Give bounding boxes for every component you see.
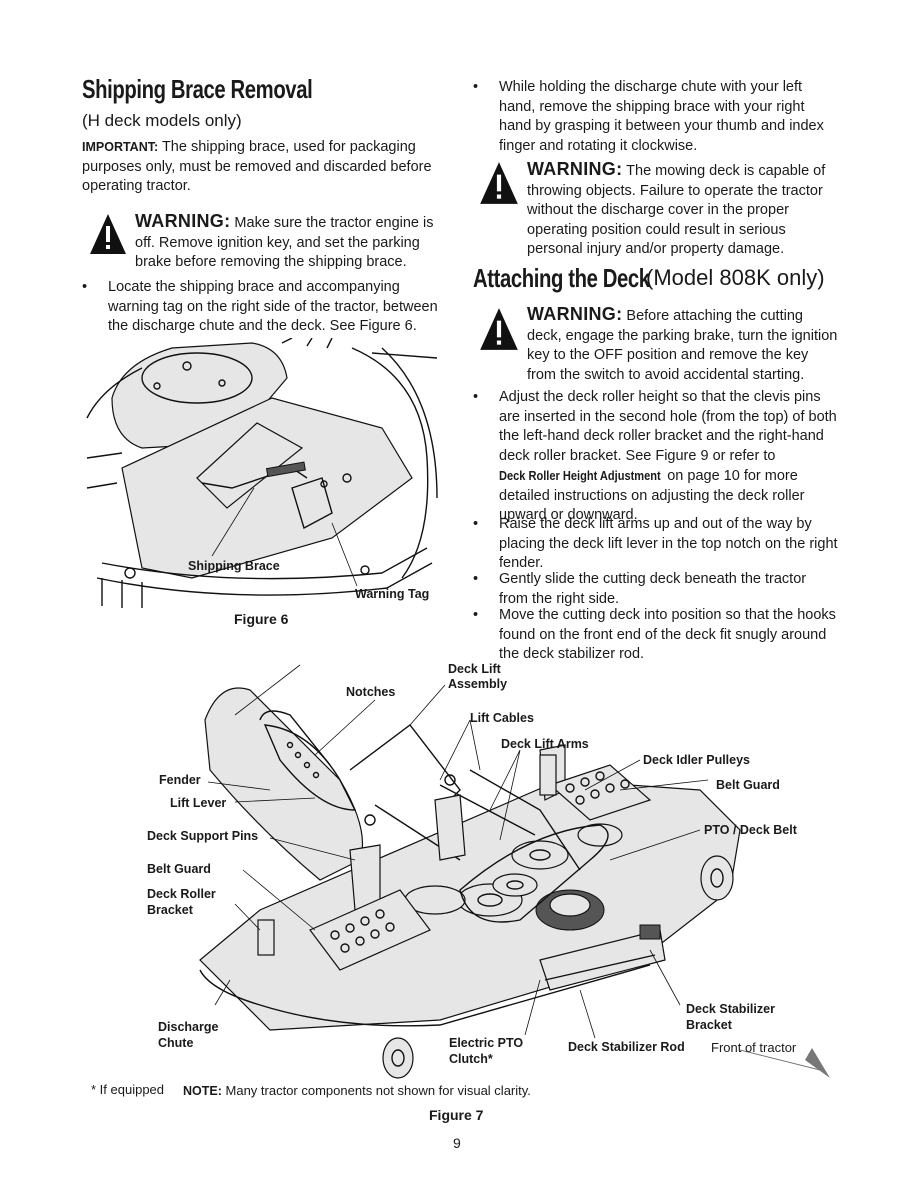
figure6-caption: Figure 6	[234, 611, 289, 627]
warning-label: WARNING:	[527, 304, 623, 324]
warning-icon	[478, 306, 520, 357]
callout-deck-idler-pulleys: Deck Idler Pulleys	[643, 753, 751, 767]
callout-deck-roller-bracket-2: Bracket	[147, 903, 193, 917]
important-text: The shipping brace, used for packaging p…	[82, 139, 432, 194]
bullet-text: Locate the shipping brace and accompanyi…	[108, 279, 438, 334]
page-number: 9	[453, 1135, 461, 1151]
callout-front-of-tractor: Front of tractor	[711, 1040, 797, 1055]
figure7-note: NOTE: Many tractor components not shown …	[183, 1083, 531, 1098]
warning-text: Before attaching the cutting deck, engag…	[527, 308, 838, 383]
reference-deck-roller-height: Deck Roller Height Adjustment	[499, 468, 661, 483]
footnote-if-equipped: * If equipped	[91, 1082, 165, 1097]
warning-text: The mowing deck is capable of throwing o…	[527, 163, 826, 257]
warning-icon	[88, 212, 128, 261]
callout-warning-tag: Warning Tag	[355, 587, 430, 601]
callout-pto-deck-belt: PTO / Deck Belt	[704, 823, 797, 837]
warning-block-3: WARNING: Before attaching the cutting de…	[527, 304, 839, 385]
bullet-slide-deck: • Gently slide the cutting deck beneath …	[473, 571, 807, 607]
callout-discharge-chute-1: Discharge	[158, 1020, 219, 1034]
callout-belt-guard-right: Belt Guard	[716, 778, 780, 792]
callout-electric-pto-clutch-2: Clutch*	[449, 1052, 493, 1066]
note-label: NOTE:	[183, 1084, 222, 1098]
warning-icon	[478, 160, 520, 211]
section-subtitle: (H deck models only)	[82, 111, 242, 130]
title-bold: Attaching the Deck	[473, 263, 650, 293]
warning-block-1: WARNING: Make sure the tractor engine is…	[135, 211, 445, 273]
callout-deck-stabilizer-bracket-2: Bracket	[686, 1018, 732, 1032]
callout-lift-cables: Lift Cables	[470, 711, 534, 725]
bullet-locate-brace: • Locate the shipping brace and accompan…	[82, 279, 438, 334]
section-title-shipping-brace: Shipping Brace Removal	[82, 74, 313, 104]
bullet-hold-chute: • While holding the discharge chute with…	[473, 79, 824, 154]
section-title-attaching-deck: Attaching the Deck (Model 808K only)	[473, 263, 825, 294]
callout-lift-lever: Lift Lever	[170, 796, 227, 810]
bullet-text: on page 10 for more detailed instruction…	[499, 468, 805, 523]
bullet-adjust-roller: • Adjust the deck roller height so that …	[473, 389, 837, 523]
figure6-illustration	[86, 338, 438, 608]
title-rest: (Model 808K only)	[646, 265, 825, 290]
important-label: IMPORTANT:	[82, 140, 159, 154]
callout-electric-pto-clutch-1: Electric PTO	[449, 1036, 524, 1050]
callout-deck-stabilizer-bracket-1: Deck Stabilizer	[686, 1002, 775, 1016]
callout-deck-support-pins: Deck Support Pins	[147, 829, 259, 843]
warning-text: Make sure the tractor engine is off. Rem…	[135, 215, 434, 270]
warning-block-2: WARNING: The mowing deck is capable of t…	[527, 159, 837, 260]
callout-deck-lift-assembly-2: Assembly	[448, 677, 508, 691]
important-paragraph: IMPORTANT: The shipping brace, used for …	[82, 138, 444, 197]
warning-label: WARNING:	[135, 211, 231, 231]
bullet-text: Gently slide the cutting deck beneath th…	[499, 571, 807, 607]
callout-discharge-chute-2: Chute	[158, 1036, 194, 1050]
bullet-text: Move the cutting deck into position so t…	[499, 607, 836, 662]
callout-belt-guard-left: Belt Guard	[147, 862, 211, 876]
callout-deck-roller-bracket-1: Deck Roller	[147, 887, 216, 901]
callout-notches: Notches	[346, 685, 396, 699]
warning-label: WARNING:	[527, 159, 623, 179]
callout-shipping-brace: Shipping Brace	[188, 559, 280, 573]
bullet-raise-arms: • Raise the deck lift arms up and out of…	[473, 516, 838, 571]
bullet-text: While holding the discharge chute with y…	[499, 79, 824, 154]
figure7-caption: Figure 7	[429, 1107, 484, 1123]
callout-deck-lift-assembly-1: Deck Lift	[448, 662, 501, 676]
callout-deck-lift-arms: Deck Lift Arms	[501, 737, 589, 751]
callout-deck-stabilizer-rod: Deck Stabilizer Rod	[568, 1040, 685, 1054]
bullet-text: Raise the deck lift arms up and out of t…	[499, 516, 838, 571]
figure7-illustration	[199, 664, 830, 1079]
note-text: Many tractor components not shown for vi…	[225, 1083, 531, 1098]
bullet-text: Adjust the deck roller height so that th…	[499, 389, 837, 464]
bullet-move-deck: • Move the cutting deck into position so…	[473, 607, 836, 662]
callout-fender: Fender	[159, 773, 201, 787]
